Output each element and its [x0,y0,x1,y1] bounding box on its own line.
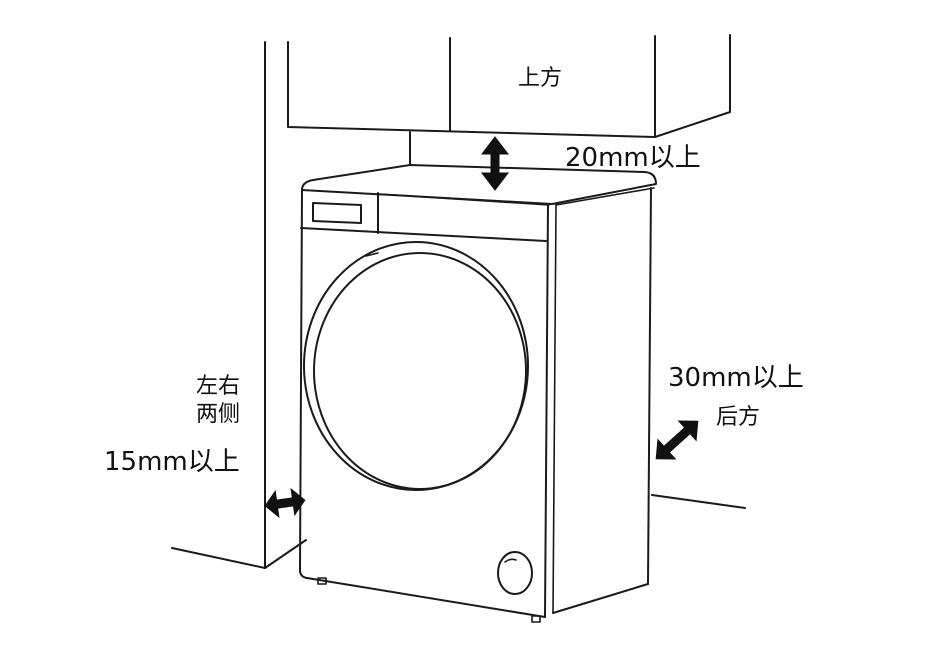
double-arrow-back-icon [655,420,699,460]
washer-top-surface [301,164,657,205]
back-wall [409,131,746,509]
washer-front-left-edge [299,189,308,579]
label-top: 上方 [518,66,562,91]
washer-front-right-bevel [552,204,557,614]
display-window [312,202,362,224]
label-sides-line1: 左右 [196,374,240,399]
filter-cap-notch [504,558,517,563]
double-arrow-left-shape [264,487,306,519]
label-back-clearance: 30mm以上 [668,363,804,393]
door-latch-mark [365,252,379,257]
upper-cabinet [287,34,731,138]
upper-cabinet-outline [287,34,731,138]
control-panel [300,192,550,242]
control-panel-bottom-line [300,227,547,242]
washer-front-right-edge [544,203,549,618]
washer-side-back-edge [647,187,652,585]
washer-front-bottom-edge [306,577,546,618]
label-back: 后方 [716,405,760,430]
filter-cap [497,551,533,595]
label-top-clearance: 20mm以上 [565,143,701,173]
double-arrow-left-icon [264,487,306,519]
washer-side-bottom-edge [552,583,649,614]
washer-foot-left [317,577,327,585]
washing-machine [299,164,657,623]
washer-foot-right [531,615,541,623]
label-sides-line2: 两侧 [196,402,240,427]
back-floor-line [651,494,746,509]
door-glass [313,252,527,490]
double-arrow-vertical-icon [480,136,510,191]
left-wall [171,41,307,569]
door-outer-ring [303,241,529,491]
washer-door [303,241,529,491]
control-panel-top-line [377,193,550,206]
left-floor-line [171,547,266,569]
washer-side-top-edge [555,187,655,206]
label-side-clearance: 15mm以上 [104,447,240,477]
double-arrow-back-shape [655,420,699,460]
